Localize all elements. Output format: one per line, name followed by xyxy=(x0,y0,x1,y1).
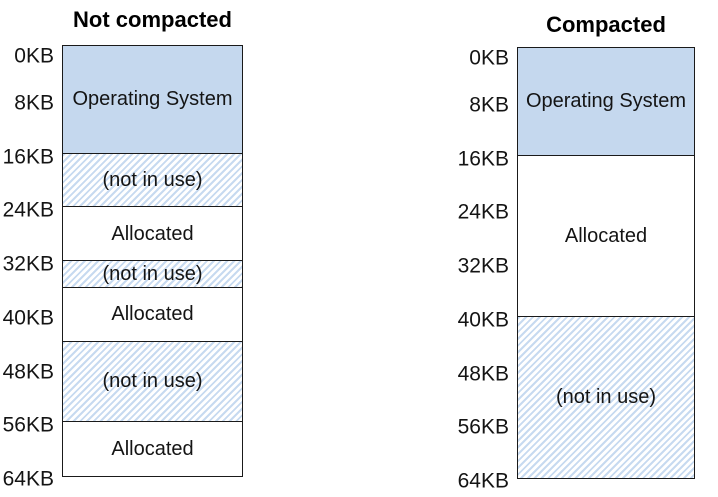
tick-label: 48KB xyxy=(457,362,509,385)
tick-label: 32KB xyxy=(2,252,54,276)
segment-label: (not in use) xyxy=(102,262,203,285)
memory-segment-hatched: (not in use) xyxy=(63,341,242,423)
tick-label: 40KB xyxy=(2,306,54,330)
tick-label: 16KB xyxy=(457,147,509,170)
segment-label: Allocated xyxy=(111,303,194,326)
diagram-title: Not compacted xyxy=(73,7,232,32)
segment-label: (not in use) xyxy=(555,386,657,409)
segment-label: Allocated xyxy=(564,224,648,247)
memory-segment-hatched: (not in use) xyxy=(518,316,694,478)
memory-segment-plain: Allocated xyxy=(518,155,694,317)
segment-label: (not in use) xyxy=(102,370,203,393)
tick-label: 16KB xyxy=(2,145,54,168)
segment-label: Operating System xyxy=(72,88,233,111)
tick-label: 56KB xyxy=(457,415,509,439)
tick-label: 0KB xyxy=(469,46,509,70)
segment-label: Allocated xyxy=(111,438,194,461)
tick-label: 24KB xyxy=(2,198,54,222)
memory-segment-plain: Allocated xyxy=(63,207,242,261)
tick-label: 48KB xyxy=(2,360,54,383)
memory-box: Operating System (not in use) Allocated (no… xyxy=(62,45,243,477)
memory-segment-plain: Allocated xyxy=(63,287,242,342)
tick-label: 0KB xyxy=(14,44,54,68)
memory-segment-hatched: (not in use) xyxy=(63,153,242,208)
tick-label: 64KB xyxy=(457,469,509,493)
memory-segment-plain: Allocated xyxy=(63,422,242,476)
tick-label: 8KB xyxy=(14,91,54,115)
tick-label: 64KB xyxy=(2,467,54,491)
tick-labels: 0KB 8KB 16KB 24KB 32KB 40KB 48KB 56KB 64KB xyxy=(455,0,509,497)
memory-segment-os: Operating System xyxy=(518,48,694,156)
segment-label: Allocated xyxy=(111,222,194,245)
diagram-compacted: Compacted 0KB 8KB 16KB 24KB 32KB 40KB 48KB 56KB… xyxy=(455,0,718,497)
tick-label: 56KB xyxy=(2,413,54,437)
tick-label: 24KB xyxy=(457,200,509,224)
tick-label: 8KB xyxy=(469,93,509,117)
diagram-not-compacted: Not compacted 0KB 8KB 16KB 24KB 32KB 40KB 48KB… xyxy=(0,0,260,497)
memory-segment-hatched: (not in use) xyxy=(63,261,242,288)
tick-label: 32KB xyxy=(457,254,509,278)
tick-label: 40KB xyxy=(457,308,509,332)
memory-segment-os: Operating System xyxy=(63,46,242,154)
diagram-title: Compacted xyxy=(546,12,666,37)
segment-label: Operating System xyxy=(525,90,687,113)
tick-labels: 0KB 8KB 16KB 24KB 32KB 40KB 48KB 56KB 64KB xyxy=(0,0,54,497)
segment-label: (not in use) xyxy=(102,168,203,191)
